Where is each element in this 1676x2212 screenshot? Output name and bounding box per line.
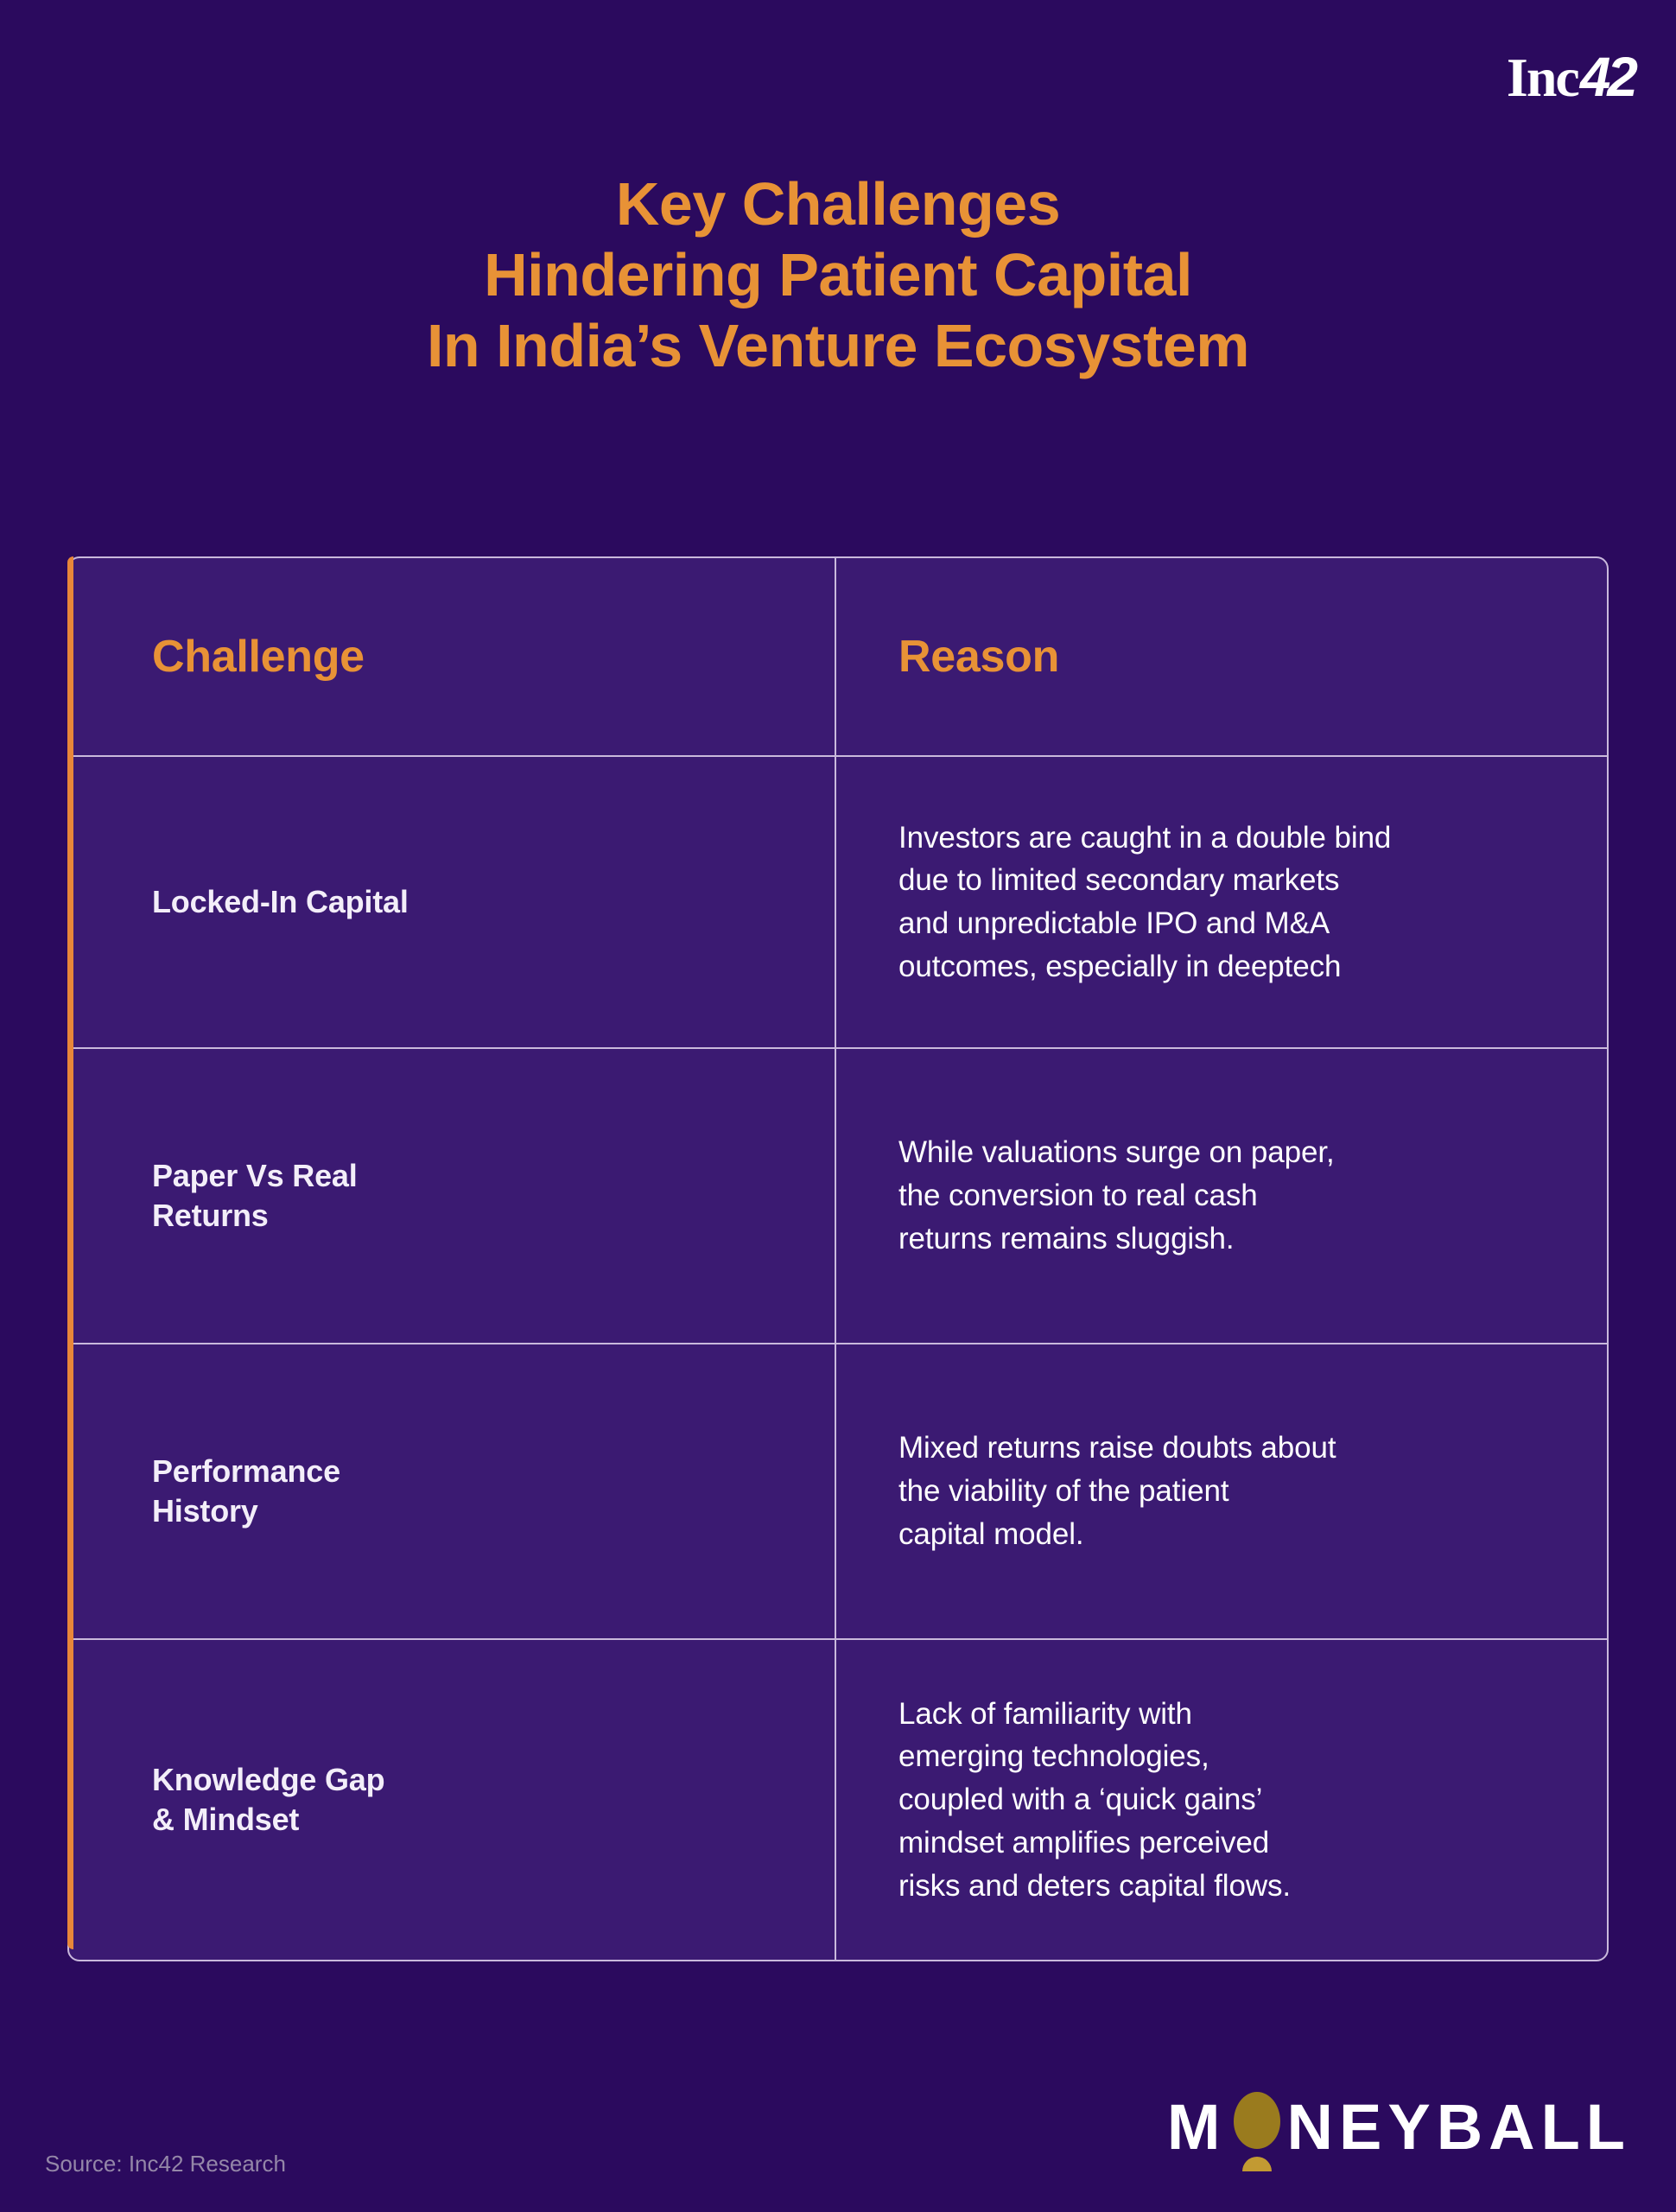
page-title-line-1: Key Challenges [615, 170, 1061, 238]
table-cell-reason: Investors are caught in a double bind du… [836, 757, 1607, 1047]
inc42-logo-number: 42 [1579, 46, 1638, 108]
reason-text: Investors are caught in a double bind du… [898, 820, 1392, 983]
page-title: Key Challenges Hindering Patient Capital… [0, 169, 1676, 382]
table-row: Paper Vs Real Returns While valuations s… [69, 1047, 1607, 1343]
challenge-label: Knowledge Gap & Mindset [152, 1761, 385, 1837]
moneyball-logo: M NEYBALL [1166, 2090, 1631, 2171]
table-header-cell-reason: Reason [836, 558, 1607, 755]
challenge-label: Paper Vs Real Returns [152, 1157, 358, 1233]
reason-text: Mixed returns raise doubts about the via… [898, 1431, 1336, 1551]
table-header-row: Challenge Reason [69, 558, 1607, 755]
challenge-label: Performance History [152, 1452, 340, 1529]
challenge-label: Locked-In Capital [152, 883, 409, 919]
column-header-reason: Reason [898, 632, 1060, 682]
page-title-line-3: In India’s Venture Ecosystem [426, 311, 1250, 379]
challenges-table: Challenge Reason Locked-In Capital Inves… [67, 556, 1609, 1961]
moneyball-logo-rest: NEYBALL [1286, 2091, 1631, 2163]
table-cell-reason: Mixed returns raise doubts about the via… [836, 1344, 1607, 1638]
table-cell-challenge: Knowledge Gap & Mindset [69, 1640, 836, 1960]
table-cell-challenge: Locked-In Capital [69, 757, 836, 1047]
table-cell-reason: Lack of familiarity with emerging techno… [836, 1640, 1607, 1960]
table-row: Performance History Mixed returns raise … [69, 1343, 1607, 1638]
moneyball-ball-icon [1230, 2091, 1284, 2171]
moneyball-logo-m: M [1166, 2091, 1227, 2163]
table-cell-challenge: Performance History [69, 1344, 836, 1638]
source-attribution: Source: Inc42 Research [45, 2151, 286, 2177]
moneyball-ball-base [1241, 2156, 1272, 2171]
moneyball-ball-ellipse [1233, 2091, 1280, 2149]
reason-text: While valuations surge on paper, the con… [898, 1135, 1335, 1255]
inc42-logo-text: Inc [1506, 47, 1580, 108]
reason-text: Lack of familiarity with emerging techno… [898, 1696, 1292, 1903]
column-header-challenge: Challenge [152, 632, 365, 682]
page-title-line-2: Hindering Patient Capital [484, 240, 1192, 308]
table-header-cell-challenge: Challenge [69, 558, 836, 755]
table-row: Knowledge Gap & Mindset Lack of familiar… [69, 1638, 1607, 1960]
table-row: Locked-In Capital Investors are caught i… [69, 755, 1607, 1047]
table-accent-bar [67, 556, 73, 1949]
table-cell-challenge: Paper Vs Real Returns [69, 1049, 836, 1343]
table-cell-reason: While valuations surge on paper, the con… [836, 1049, 1607, 1343]
